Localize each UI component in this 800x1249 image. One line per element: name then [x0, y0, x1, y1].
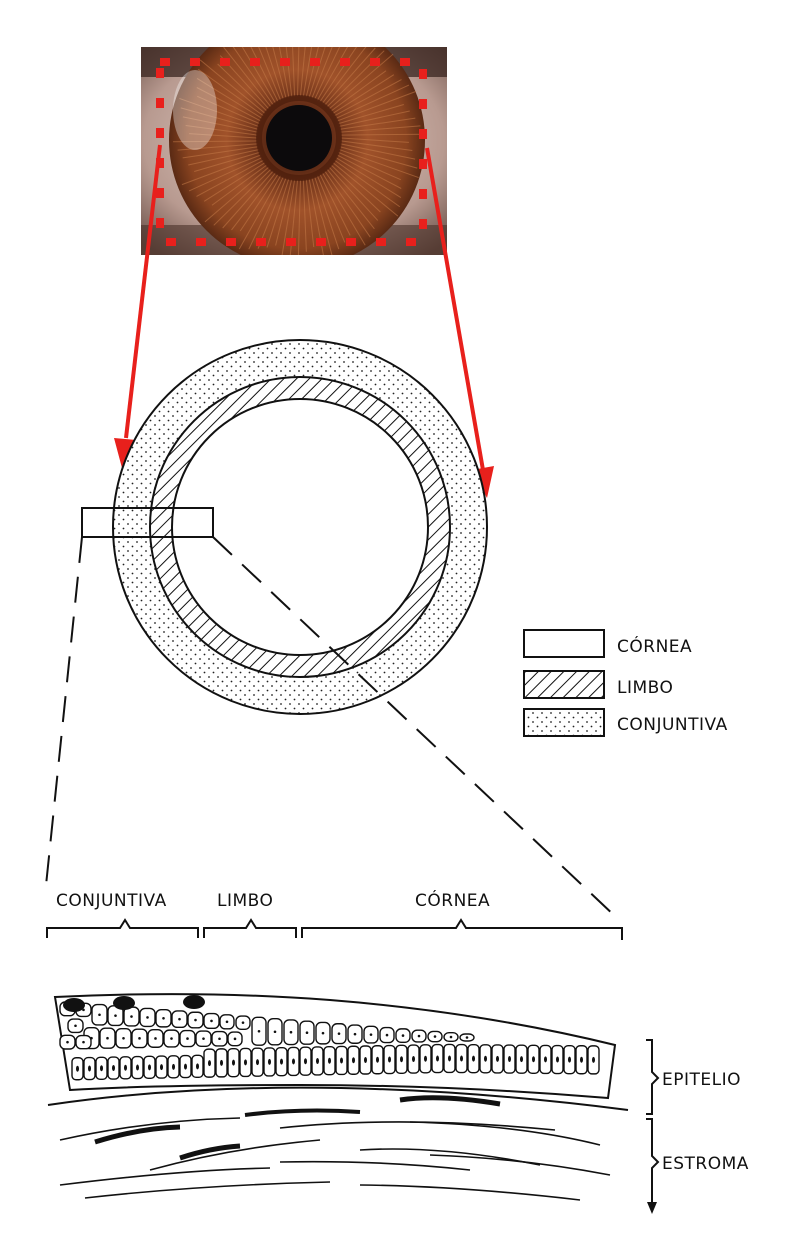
- legend-label-limbo: LIMBO: [617, 678, 673, 698]
- eye-photo: [141, 47, 447, 255]
- ring-diagram: [81, 339, 488, 715]
- layer-brackets: [646, 1039, 660, 1205]
- section-label-conjuntiva: CONJUNTIVA: [56, 891, 167, 911]
- down-arrow-icon: [647, 1202, 657, 1214]
- bracket-estroma: [646, 1118, 660, 1200]
- tissue-section: [47, 993, 629, 1201]
- layer-label-estroma: ESTROMA: [662, 1154, 749, 1174]
- zoom-line-right: [212, 536, 618, 919]
- legend-swatch-limbo: [523, 670, 605, 699]
- sample-rectangle: [81, 507, 214, 538]
- layer-label-epitelio: EPITELIO: [662, 1070, 741, 1090]
- section-braces: [46, 918, 623, 940]
- section-label-limbo: LIMBO: [217, 891, 273, 911]
- bracket-epitelio: [646, 1039, 660, 1115]
- section-label-cornea: CÓRNEA: [415, 889, 490, 911]
- legend-swatch-cornea: [523, 629, 605, 658]
- cell-nuclei: [63, 995, 595, 1072]
- basement-membrane: [47, 1086, 629, 1111]
- zoom-line-left: [44, 536, 83, 896]
- light-reflection: [173, 70, 217, 150]
- brace-cornea: [301, 918, 623, 940]
- legend: CÓRNEA LIMBO CONJUNTIVA: [523, 629, 728, 737]
- stroma-fibers: [59, 1095, 611, 1201]
- legend-label-conjuntiva: CONJUNTIVA: [617, 715, 728, 735]
- brace-conjuntiva: [46, 918, 199, 938]
- brace-limbo: [203, 918, 297, 938]
- selection-box: [156, 58, 427, 246]
- legend-swatch-conjuntiva: [523, 708, 605, 737]
- legend-label-cornea: CÓRNEA: [617, 635, 692, 657]
- section-labels: CONJUNTIVA LIMBO CÓRNEA: [56, 889, 490, 911]
- cornea-area: [171, 398, 429, 656]
- arrow-left: [114, 144, 162, 468]
- pupil: [266, 105, 332, 171]
